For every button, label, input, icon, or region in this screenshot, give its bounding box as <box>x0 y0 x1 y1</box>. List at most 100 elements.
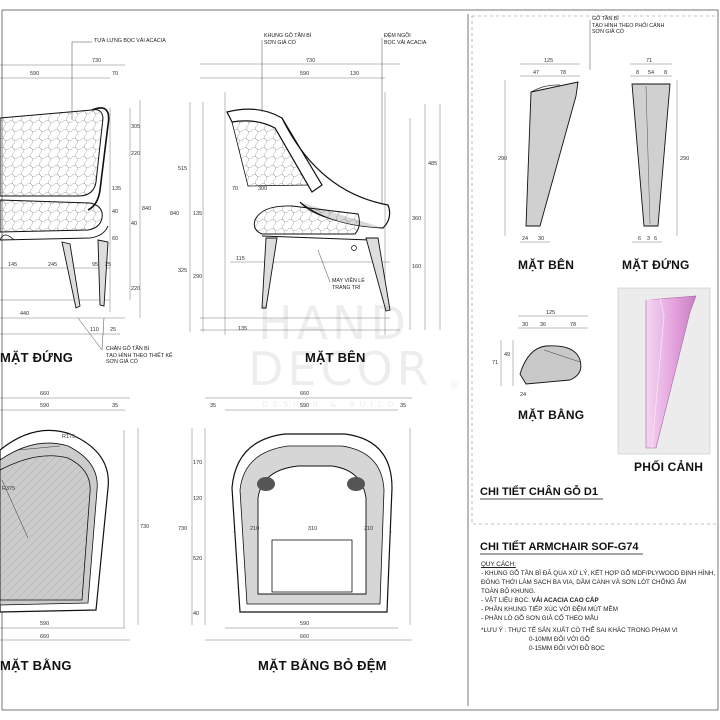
dim-leg-front-p1: 54 <box>648 70 654 76</box>
dim-pnc-inner-w-bottom: 590 <box>300 621 309 627</box>
dim-pnc-p2: 210 <box>364 526 373 532</box>
dimension-labels: 730 590 70 840 305 220 135 40 40 60 245 … <box>2 58 689 640</box>
dim-leg-plan-d1: 24 <box>520 392 526 398</box>
callout-front-leg-line2: TẠO HÌNH THEO THIẾT KẾ <box>106 352 173 359</box>
spec-material-value: VẢI ACACIA CAO CẤP <box>531 597 599 604</box>
dim-leg-front-p2: 8 <box>664 70 667 76</box>
dim-pnc-overall-w-bottom: 660 <box>300 634 309 640</box>
dim-leg-plan-p2: 78 <box>570 322 576 328</box>
dim-side-leg-h: 325 <box>178 268 187 274</box>
callout-front-leg-line1: CHÂN GỖ TẦN BÌ <box>106 346 150 352</box>
spec-note-line2: 0-10MM ĐỐI VỚI GỖ <box>529 636 590 643</box>
dim-side-gap-b: 300 <box>258 186 267 192</box>
watermark-decor: DECOR <box>248 342 433 396</box>
spec-material: - VẬT LIỆU BỌC: VẢI ACACIA CAO CẤP <box>481 596 715 605</box>
dim-front-overall-w: 730 <box>92 58 101 64</box>
spec-note-line3: 0-15MM ĐỐI VỚI ĐỒ BỌC <box>529 645 605 652</box>
callout-front-leg: CHÂN GỖ TẦN BÌ TẠO HÌNH THEO THIẾT KẾ SƠ… <box>106 346 173 366</box>
dim-pnc-inner-w: 590 <box>300 403 309 409</box>
dim-side-s1: 115 <box>236 256 245 262</box>
dim-plan-overall-w: 660 <box>40 391 49 397</box>
dim-plan-inner-w-bottom: 590 <box>40 621 49 627</box>
armchair-title: CHI TIẾT ARMCHAIR SOF-G74 <box>480 541 639 553</box>
dim-pnc-overall-w: 660 <box>300 391 309 397</box>
dim-side-total-h: 840 <box>170 211 179 217</box>
spec-line-3: TOÀN BỘ KHUNG. <box>481 588 536 595</box>
callout-piping-line2: TRANG TRÍ <box>332 284 361 291</box>
dim-front-leg-small2: 25 <box>110 327 116 333</box>
watermark-tagline: DESIGN & BUILD <box>262 400 399 409</box>
callout-leg-detail-line2: TẠO HÌNH THEO PHỐI CẢNH <box>592 22 665 29</box>
dim-leg-plan-d0: 49 <box>504 352 510 358</box>
title-plan-no-cushion: MẶT BẰNG BỎ ĐỆM <box>258 658 387 673</box>
dim-leg-plan-w: 125 <box>546 310 555 316</box>
dim-side-gap-a: 70 <box>232 186 238 192</box>
dim-leg-side-b0: 24 <box>522 236 528 242</box>
callout-leg-detail-line1: GỖ TẦN BÌ <box>592 16 619 22</box>
dim-side-s2: 290 <box>193 274 202 280</box>
dim-leg-front-h: 290 <box>680 156 689 162</box>
dim-pnc-depth: 730 <box>178 526 187 532</box>
dim-front-b1: 145 <box>8 262 17 268</box>
callout-frame-line2: SƠN GIẢ CỔ <box>264 39 296 46</box>
title-leg-front: MẶT ĐỨNG <box>622 258 690 272</box>
dim-front-h6: 220 <box>131 286 140 292</box>
spec-note: *LƯU Ý : THỰC TẾ SẢN XUẤT CÓ THỂ SAI KHÁ… <box>481 626 715 635</box>
dim-front-h5: 60 <box>112 236 118 242</box>
dim-front-b0: 245 <box>48 262 57 268</box>
dim-front-h4: 40 <box>131 221 137 227</box>
dim-side-s3: 160 <box>412 264 421 270</box>
dim-front-h3: 40 <box>112 209 118 215</box>
dim-leg-side-p1: 78 <box>560 70 566 76</box>
dim-plan-r1: R175 <box>62 434 75 440</box>
title-leg-perspective: PHỐI CẢNH <box>634 460 704 474</box>
dim-front-side-top: 70 <box>112 71 118 77</box>
title-front-elevation: MẶT ĐỨNG <box>0 350 74 365</box>
dim-leg-side-w: 125 <box>544 58 553 64</box>
dim-plan-side: 35 <box>112 403 118 409</box>
watermark-hand: HAND <box>258 296 410 350</box>
spec-note-line1: THỰC TẾ SẢN XUẤT CÓ THỂ SAI KHÁC TRONG P… <box>507 627 678 634</box>
callout-front-leg-line3: SƠN GIẢ CỔ <box>106 359 138 366</box>
leg-detail <box>500 63 711 455</box>
plan-no-cushion-view <box>191 397 412 641</box>
dim-side-s0: 135 <box>193 211 202 217</box>
dim-plan-depth: 730 <box>140 524 149 530</box>
dim-leg-front-p0: 8 <box>636 70 639 76</box>
dim-pnc-p1: 310 <box>308 526 317 532</box>
callout-leg-detail-line3: SƠN GIẢ CỔ <box>592 29 624 36</box>
dim-leg-front-w: 71 <box>646 58 652 64</box>
callout-piping: MAY VIỀN LÉ TRANG TRÍ <box>332 278 365 291</box>
leg-detail-frame <box>471 15 719 525</box>
dim-front-inner-w: 590 <box>30 71 39 77</box>
dim-side-top-gap: 130 <box>350 71 359 77</box>
callout-piping-line1: MAY VIỀN LÉ <box>332 278 365 284</box>
dim-leg-front-b0: 6 <box>638 236 641 242</box>
spec-note-prefix: *LƯU Ý : <box>481 627 507 634</box>
spec-line-5: - PHẦN LÒ GỖ SƠN GIẢ CỔ THEO MẪU <box>481 615 599 622</box>
dim-side-leg-w: 135 <box>238 326 247 332</box>
callout-frame-line1: KHUNG GỖ TẦN BÌ <box>264 33 312 39</box>
dim-leg-plan-depth: 71 <box>492 360 498 366</box>
callout-seat-line1: ĐỆM NGỒI <box>384 33 411 39</box>
leader-lines <box>71 20 591 351</box>
spec-material-prefix: - VẬT LIỆU BỌC: <box>481 597 530 604</box>
dim-side-seat-d: 590 <box>300 71 309 77</box>
callout-backrest: TỰA LƯNG BỌC VẢI ACACIA <box>94 38 166 44</box>
front-elevation <box>0 64 141 335</box>
dim-front-b3: 95 <box>92 262 98 268</box>
plan-view <box>0 397 139 641</box>
title-plan: MẶT BẰNG <box>0 658 72 673</box>
dim-front-b4: 25 <box>105 262 111 268</box>
dim-plan-inner-w: 590 <box>40 403 49 409</box>
dim-pnc-d0: 170 <box>193 460 202 466</box>
spec-line-1: - KHUNG GỖ TẦN BÌ ĐÃ QUA XỬ LÝ, KẾT HỢP … <box>481 570 716 577</box>
title-leg-plan: MẶT BẰNG <box>518 408 585 422</box>
dim-front-h2: 135 <box>112 186 121 192</box>
title-leg-side: MẶT BÊN <box>518 258 575 272</box>
dim-front-h0: 305 <box>131 124 140 130</box>
dim-pnc-p0: 210 <box>250 526 259 532</box>
watermark-reg: ® <box>448 378 460 392</box>
